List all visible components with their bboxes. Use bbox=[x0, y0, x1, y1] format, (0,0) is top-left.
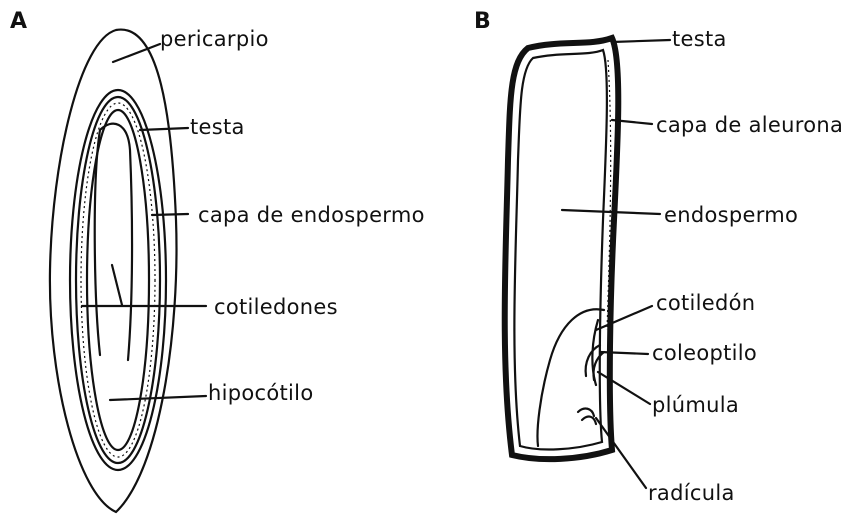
diagram-b: B testa capa de aleurona endospermo coti… bbox=[474, 9, 843, 505]
label-pericarpio: pericarpio bbox=[160, 27, 269, 51]
label-cotiledon: cotiledón bbox=[656, 291, 755, 315]
label-testa-a: testa bbox=[190, 115, 245, 139]
aleurone-layer bbox=[514, 50, 607, 449]
diagram-a: A pericarpio testa capa de endospermo co… bbox=[10, 9, 425, 512]
endosperm-layer-stipple bbox=[81, 103, 155, 457]
label-testa-b: testa bbox=[672, 27, 727, 51]
testa-inner bbox=[76, 97, 160, 463]
leader-plumula bbox=[598, 372, 650, 404]
label-plumula: plúmula bbox=[652, 393, 739, 417]
label-capa-endospermo: capa de endospermo bbox=[198, 203, 425, 227]
radicle-marks bbox=[578, 409, 596, 424]
panel-b-letter: B bbox=[474, 9, 491, 34]
testa-outer bbox=[70, 90, 166, 470]
leader-hipocotilo bbox=[110, 396, 206, 400]
label-coleoptilo: coleoptilo bbox=[652, 341, 757, 365]
cotyledon-split bbox=[112, 265, 122, 305]
label-hipocotilo: hipocótilo bbox=[208, 381, 313, 405]
label-capa-aleurona: capa de aleurona bbox=[656, 113, 843, 137]
label-endospermo: endospermo bbox=[664, 203, 798, 227]
cotyledon-outline bbox=[95, 124, 132, 360]
leader-endospermo bbox=[562, 210, 660, 214]
leader-testa-b bbox=[612, 40, 670, 42]
leader-capa-endospermo bbox=[152, 214, 188, 215]
label-cotiledones: cotiledones bbox=[214, 295, 338, 319]
label-radicula: radícula bbox=[648, 481, 735, 505]
panel-a-letter: A bbox=[10, 9, 27, 34]
